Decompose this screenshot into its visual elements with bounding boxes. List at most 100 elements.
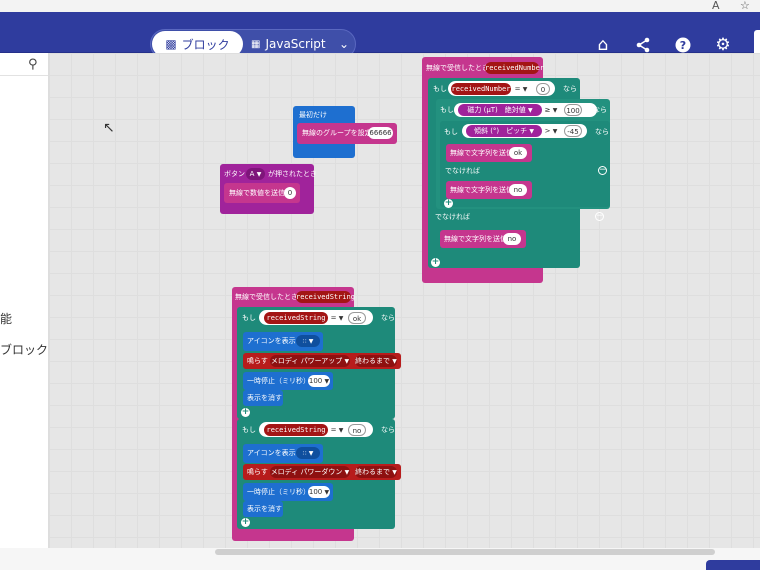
then-label: なら <box>381 426 395 434</box>
dropdown-arrow-icon: ▼ <box>338 427 344 434</box>
horizontal-scrollbar[interactable] <box>215 549 715 555</box>
received-number-variable[interactable]: receivedNumber <box>485 62 545 74</box>
play-melody-block[interactable]: 鳴らす メロディ パワーダウン ▼ 終わるまで ▼ <box>243 464 401 480</box>
add-branch-icon[interactable]: + <box>241 517 250 527</box>
button-label-suffix: が押されたとき <box>268 170 317 178</box>
pause-block[interactable]: 一時停止（ミリ秒） 100 ▼ <box>243 372 333 390</box>
add-branch-icon[interactable]: + <box>444 198 453 208</box>
pause-label: 一時停止（ミリ秒） <box>247 488 310 496</box>
add-branch-icon[interactable]: + <box>241 407 250 417</box>
magnetic-threshold-field[interactable]: 100 <box>564 104 582 116</box>
group-number-field[interactable]: 66666 <box>368 127 393 139</box>
play-mode-dropdown[interactable]: 終わるまで ▼ <box>355 355 397 367</box>
editor-header: ▩ ブロック ▦ JavaScript ⌄ ⌂ ? ⚙ <box>0 12 760 60</box>
compare-operator-dropdown[interactable]: ≥ ▼ <box>544 104 558 116</box>
then-label: なら <box>593 106 607 114</box>
melody-name: メロディ パワーダウン <box>270 468 343 476</box>
smiley-led-icon: ∷ <box>302 338 307 345</box>
javascript-tab[interactable]: ▦ JavaScript <box>251 30 333 58</box>
dropdown-arrow-icon: ▼ <box>308 450 314 457</box>
send-number-field[interactable]: 0 <box>284 187 296 199</box>
blocks-tab[interactable]: ▩ ブロック <box>152 31 243 57</box>
string-value-field[interactable]: no <box>503 233 521 245</box>
string-compare-value-field[interactable]: ok <box>348 312 366 324</box>
magnetic-sensor-label: 磁力 (µT) 絶対値 <box>467 106 526 114</box>
language-dropdown-button[interactable]: ⌄ <box>334 31 354 57</box>
if-label: もし <box>440 106 454 114</box>
then-label: なら <box>381 314 395 322</box>
blocks-tab-label: ブロック <box>181 37 230 52</box>
string-compare-value-field[interactable]: no <box>348 424 366 436</box>
mouse-cursor-icon: ↖ <box>103 120 115 136</box>
clear-screen-label: 表示を消す <box>247 505 282 513</box>
pause-duration-dropdown[interactable]: 100 ▼ <box>308 486 330 498</box>
pause-label: 一時停止（ミリ秒） <box>247 377 310 385</box>
add-branch-icon[interactable]: + <box>431 257 440 267</box>
string-value-field[interactable]: no <box>509 184 527 196</box>
share-icon[interactable] <box>630 32 656 58</box>
icon-picker-dropdown[interactable]: ∷ ▼ <box>296 447 320 459</box>
string-value-field[interactable]: ok <box>509 147 527 159</box>
js-file-icon: ▦ <box>251 38 261 50</box>
sidebar-item-extensions[interactable]: 能 <box>0 312 13 326</box>
pause-duration-dropdown[interactable]: 100 ▼ <box>308 375 330 387</box>
if-label: もし <box>242 314 256 322</box>
clear-screen-block[interactable]: 表示を消す <box>243 501 283 517</box>
clear-screen-label: 表示を消す <box>247 394 282 402</box>
clear-screen-block[interactable]: 表示を消す <box>243 390 283 406</box>
dropdown-arrow-icon: ▼ <box>552 107 558 114</box>
chevron-down-icon: ⌄ <box>338 37 350 51</box>
set-group-block[interactable]: 無線のグループを設定 66666 <box>297 123 397 144</box>
button-select-dropdown[interactable]: A ▼ <box>246 168 265 180</box>
send-string-no-block[interactable]: 無線で文字列を送信 no <box>440 230 526 248</box>
search-icon[interactable]: ⚲ <box>28 57 38 72</box>
send-string-label: 無線で文字列を送信 <box>450 149 513 157</box>
download-button[interactable] <box>706 560 760 570</box>
compare-value-field[interactable]: 0 <box>536 83 550 95</box>
remove-else-icon[interactable]: − <box>598 165 607 175</box>
compare-operator-dropdown[interactable]: > ▼ <box>544 125 558 137</box>
send-string-no-block[interactable]: 無線で文字列を送信 no <box>446 181 532 199</box>
pause-block[interactable]: 一時停止（ミリ秒） 100 ▼ <box>243 483 333 501</box>
blocks-workspace[interactable] <box>49 53 760 548</box>
sign-in-button[interactable] <box>754 30 760 60</box>
sidebar-divider <box>0 75 48 76</box>
received-string-var-block[interactable]: receivedString <box>264 424 328 436</box>
operator-text: > <box>544 127 551 135</box>
dropdown-arrow-icon: ▼ <box>344 469 350 476</box>
read-aloud-icon[interactable]: A <box>712 0 720 12</box>
remove-else-icon[interactable]: − <box>595 211 604 221</box>
compare-operator-dropdown[interactable]: = ▼ <box>330 424 344 436</box>
sidebar-item-blocks[interactable]: ブロック <box>0 343 49 357</box>
play-melody-block[interactable]: 鳴らす メロディ パワーアップ ▼ 終わるまで ▼ <box>243 353 401 369</box>
received-string-var-block[interactable]: receivedString <box>264 312 328 324</box>
pitch-threshold-field[interactable]: -45 <box>564 125 582 137</box>
send-string-ok-block[interactable]: 無線で文字列を送信 ok <box>446 144 532 162</box>
favorite-star-icon[interactable]: ☆ <box>740 0 750 12</box>
button-label-prefix: ボタン <box>224 170 245 178</box>
show-icon-block[interactable]: アイコンを表示 ∷ ▼ <box>243 332 323 351</box>
melody-dropdown[interactable]: メロディ パワーアップ ▼ <box>270 355 350 367</box>
home-icon[interactable]: ⌂ <box>597 35 609 55</box>
pitch-sensor-label: 傾斜 (°) ピッチ <box>473 127 528 135</box>
javascript-tab-label: JavaScript <box>265 37 326 51</box>
button-name: A <box>249 170 255 178</box>
compare-operator-dropdown[interactable]: = ▼ <box>514 83 528 95</box>
dropdown-arrow-icon: ▼ <box>552 128 558 135</box>
icon-picker-dropdown[interactable]: ∷ ▼ <box>296 335 320 347</box>
help-icon[interactable]: ? <box>670 32 696 58</box>
gear-icon[interactable]: ⚙ <box>715 35 731 55</box>
browser-toolbar: A ☆ <box>0 0 760 12</box>
rotation-dropdown[interactable]: 傾斜 (°) ピッチ ▼ <box>466 125 542 137</box>
operator-text: ≥ <box>544 106 551 114</box>
melody-dropdown[interactable]: メロディ パワーダウン ▼ <box>270 466 350 478</box>
send-number-block[interactable]: 無線で数値を送信 0 <box>224 183 300 203</box>
compare-operator-dropdown[interactable]: = ▼ <box>330 312 344 324</box>
show-icon-block[interactable]: アイコンを表示 ∷ ▼ <box>243 444 323 463</box>
operator-text: = <box>330 426 337 434</box>
received-number-header: 無線で受信したとき <box>426 64 489 72</box>
play-mode-dropdown[interactable]: 終わるまで ▼ <box>355 466 397 478</box>
received-number-var-block[interactable]: receivedNumber <box>451 83 511 95</box>
received-string-variable[interactable]: receivedString <box>296 291 356 303</box>
magnetic-force-dropdown[interactable]: 磁力 (µT) 絶対値 ▼ <box>458 104 542 116</box>
